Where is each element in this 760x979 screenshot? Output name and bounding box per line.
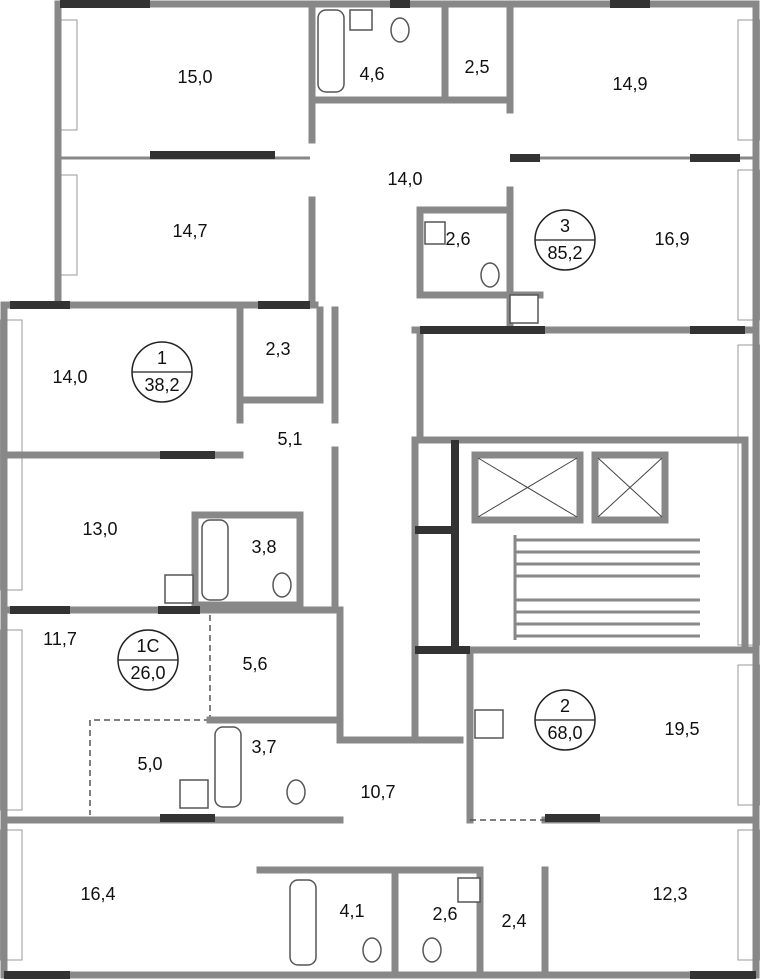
sanitary-fixtures <box>164 9 539 966</box>
apartment-badge: 268,0 <box>534 689 596 751</box>
apartment-badge: 385,2 <box>534 209 596 271</box>
room-area-label: 19,5 <box>664 719 699 739</box>
room-area-label: 14,0 <box>387 169 422 189</box>
room-area-label: 5,0 <box>137 754 162 774</box>
room-area-label: 10,7 <box>360 782 395 802</box>
apartment-total-area: 68,0 <box>547 723 582 743</box>
apartment-badge: 138,2 <box>131 341 193 403</box>
room-area-label: 2,3 <box>265 339 290 359</box>
apartment-total-area: 26,0 <box>130 663 165 683</box>
apartment-number: 1 <box>157 348 167 368</box>
room-area-label: 14,7 <box>172 221 207 241</box>
apartment-badge: 1С 26,0 <box>117 629 179 691</box>
room-area-label: 16,4 <box>80 884 115 904</box>
apartment-number: 2 <box>560 696 570 716</box>
room-area-label: 5,6 <box>242 654 267 674</box>
apartment-number: 3 <box>560 216 570 236</box>
room-area-label: 11,7 <box>43 629 77 649</box>
room-area-label: 2,4 <box>501 911 526 931</box>
apartment-number: 1С <box>136 636 159 656</box>
room-area-label: 13,0 <box>82 519 117 539</box>
room-area-label: 16,9 <box>654 229 689 249</box>
room-area-label: 2,5 <box>464 57 489 77</box>
apartment-total-area: 85,2 <box>547 243 582 263</box>
room-area-label: 4,1 <box>339 901 364 921</box>
room-area-label: 15,0 <box>177 67 212 87</box>
room-area-label: 5,1 <box>277 429 302 449</box>
apartment-total-area: 38,2 <box>144 375 179 395</box>
room-area-label: 14,0 <box>52 367 87 387</box>
room-area-label: 4,6 <box>359 64 384 84</box>
room-area-label: 2,6 <box>445 229 470 249</box>
room-area-label: 14,9 <box>612 74 647 94</box>
room-area-label: 3,8 <box>251 537 276 557</box>
room-area-label: 12,3 <box>652 884 687 904</box>
room-area-label: 3,7 <box>251 737 276 757</box>
room-area-label: 2,6 <box>432 904 457 924</box>
outer-wall-segments <box>4 0 756 979</box>
